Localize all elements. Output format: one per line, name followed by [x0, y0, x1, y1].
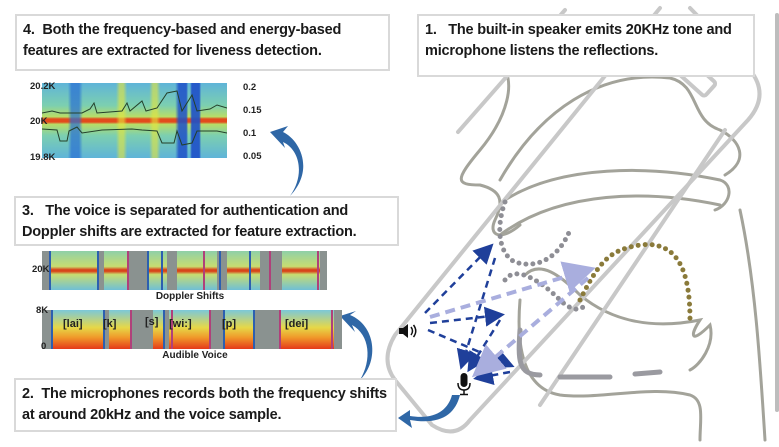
step-1-box: 1. The built-in speaker emits 20KHz tone…	[417, 14, 755, 77]
phone-diagonal	[538, 128, 727, 407]
doppler-silence-gap	[217, 251, 227, 290]
step-2-text: The microphones records both the frequen…	[22, 386, 387, 423]
throat-outline	[738, 208, 767, 442]
voice-spectrogram	[42, 310, 342, 349]
doppler-silence-gap	[320, 251, 327, 290]
step-4-box: 4. Both the frequency-based and energy-b…	[15, 14, 390, 71]
nose-profile	[459, 58, 522, 237]
step-2-box: 2. The microphones records both the freq…	[14, 378, 397, 432]
step-3-number: 3.	[22, 203, 34, 219]
doppler-silence-gap	[98, 251, 104, 290]
phoneme-p: [p]	[222, 318, 237, 330]
voice-y-bottom: 0	[41, 341, 47, 352]
dark-reflection-arrows	[424, 243, 515, 386]
feature-spectrogram	[42, 83, 227, 158]
feature-right-tick-1: 0.15	[243, 105, 262, 116]
step-3-text: The voice is separated for authenticatio…	[22, 203, 357, 240]
doppler-spectrogram	[42, 251, 327, 290]
voice-silence-gap	[42, 310, 52, 349]
step-3-box: 3. The voice is separated for authentica…	[14, 196, 399, 246]
jaw-outline	[517, 298, 703, 442]
phoneme-s: [s]	[145, 316, 159, 328]
doppler-silence-gap	[167, 251, 177, 290]
lower-envelope	[42, 126, 227, 146]
feature-left-tick-top: 20.2K	[30, 81, 56, 92]
voice-y-top: 8K	[36, 305, 49, 316]
voice-caption: Audible Voice	[162, 350, 228, 361]
dotted-tongue-olive	[577, 242, 693, 323]
tongue-outline	[523, 267, 713, 372]
doppler-silence-gap	[42, 251, 50, 290]
feature-right-tick-2: 0.1	[243, 128, 257, 139]
doppler-y-label: 20K	[32, 264, 50, 275]
voice-silence-gap	[334, 310, 342, 349]
flow-arrow-4-to-3	[270, 126, 304, 196]
nasal-cavity-outline	[498, 75, 742, 182]
doppler-silence-gap	[128, 251, 148, 290]
step-4-number: 4.	[23, 22, 35, 38]
step-4-text: Both the frequency-based and energy-base…	[23, 22, 342, 59]
phoneme-wi: [wi:]	[169, 318, 192, 330]
light-reflection-arrows	[429, 261, 596, 378]
voice-silence-gap	[210, 310, 224, 349]
voice-silence-gap	[164, 310, 169, 349]
upper-envelope	[42, 90, 227, 114]
phoneme-k: [k]	[103, 318, 117, 330]
palate-upper	[503, 169, 731, 212]
speaker-icon	[398, 322, 420, 340]
step-1-text: The built-in speaker emits 20KHz tone an…	[425, 22, 732, 59]
feature-right-tick-3: 0.05	[243, 151, 262, 162]
step-1-number: 1.	[425, 22, 437, 38]
palate-lower	[498, 194, 722, 237]
voice-silence-gap	[131, 310, 153, 349]
doppler-caption: Doppler Shifts	[155, 291, 225, 302]
flow-arrow-2-to-3	[340, 311, 373, 380]
microphone-icon	[457, 373, 471, 397]
phoneme-lai: [lai]	[63, 318, 83, 330]
feature-right-tick-0: 0.2	[243, 82, 257, 93]
voice-silence-gap	[254, 310, 280, 349]
feature-left-tick-mid: 20K	[30, 116, 48, 127]
feature-left-tick-bottom: 19.8K	[30, 152, 56, 163]
step-2-number: 2.	[22, 386, 34, 402]
flow-arrow-mic-to-2	[398, 395, 460, 428]
phone-outline	[385, 6, 762, 434]
lip-dash	[516, 327, 663, 380]
voice-silence-gap	[104, 310, 109, 349]
phoneme-dei: [dei]	[285, 318, 309, 330]
dotted-cavity-gray-1	[497, 199, 573, 267]
